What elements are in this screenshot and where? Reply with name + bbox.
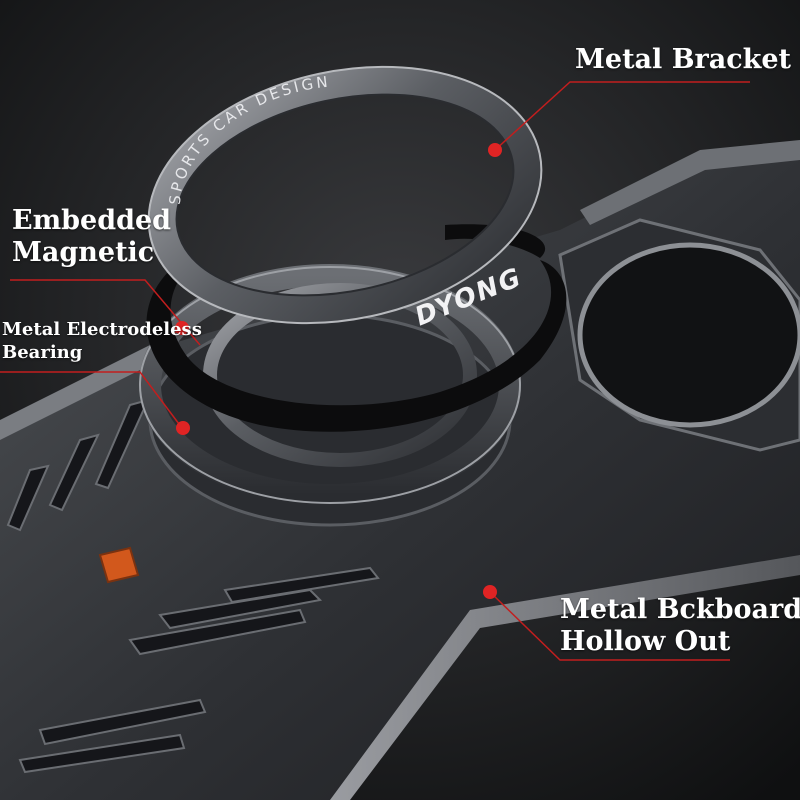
case-vent-slots — [6, 398, 380, 774]
camera-lens-opening — [577, 242, 800, 428]
label-backboard-line-1: Metal Bckboard — [560, 594, 800, 625]
label-metal-bracket: Metal Bracket — [575, 44, 792, 75]
orange-button — [98, 546, 140, 584]
label-backboard: Metal Bckboard Hollow Out — [560, 594, 800, 659]
magnetic-band — [146, 260, 567, 432]
label-backboard-line-2: Hollow Out — [560, 626, 731, 658]
callout-dots — [175, 143, 502, 599]
label-bearing-line-2: Bearing — [2, 342, 83, 364]
label-embedded-line: Embedded — [12, 205, 172, 236]
callout-dot-icon — [483, 585, 497, 599]
callout-dot-icon — [488, 143, 502, 157]
callout-line-bearing — [0, 371, 183, 429]
callout-dot-icon — [175, 321, 189, 335]
label-bearing: Metal Electrodeless Bearing — [2, 318, 202, 365]
callout-line-backboard — [489, 591, 730, 661]
inner-metal-ring — [203, 283, 477, 467]
case-side-edge — [330, 555, 800, 800]
label-embedded-magnetic: Embedded Magnetic — [12, 205, 171, 269]
label-magnetic-line: Magnetic — [12, 236, 155, 268]
camera-module — [558, 218, 800, 452]
label-bearing-line-1: Metal Electrodeless — [2, 319, 202, 340]
case-top-edge — [0, 345, 160, 440]
callout-dot-icon — [176, 421, 190, 435]
callout-line-bracket — [494, 81, 750, 151]
label-metal-bracket-text: Metal Bracket — [575, 44, 792, 75]
